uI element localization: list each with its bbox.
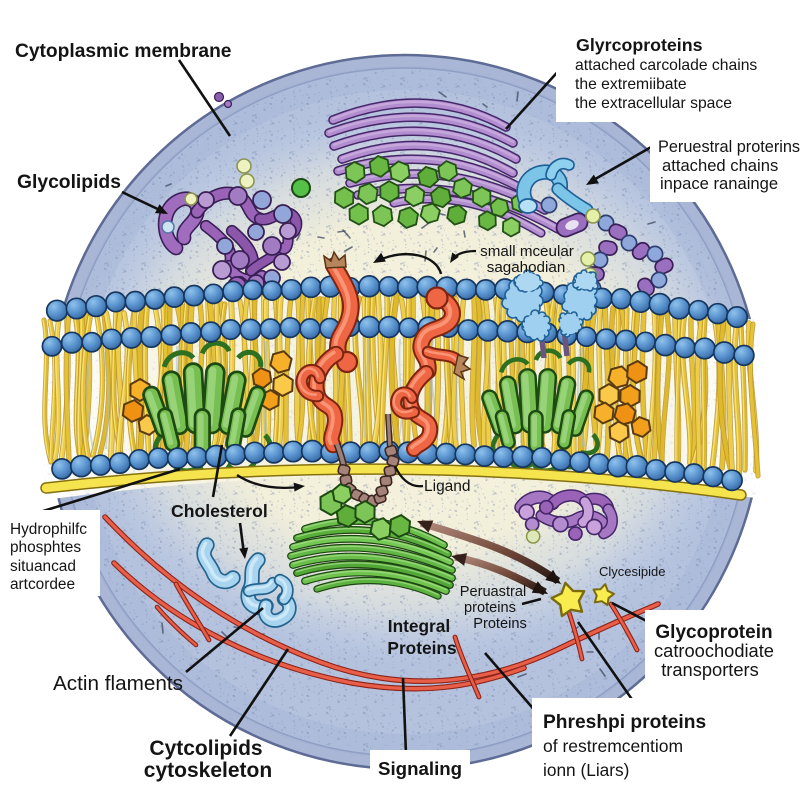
svg-text:Proteins: Proteins xyxy=(387,638,456,658)
svg-text:Peruastral: Peruastral xyxy=(460,584,527,600)
svg-text:the extracellular space: the extracellular space xyxy=(575,95,732,112)
svg-text:transporters: transporters xyxy=(661,659,759,680)
svg-text:Glycoprotein: Glycoprotein xyxy=(655,622,772,643)
svg-text:Ligand: Ligand xyxy=(424,478,471,495)
svg-text:phosphtes: phosphtes xyxy=(10,539,81,556)
svg-text:proteins: proteins xyxy=(464,600,516,616)
svg-text:of restremcentiom: of restremcentiom xyxy=(543,736,683,756)
svg-text:the extremiibate: the extremiibate xyxy=(575,76,687,93)
svg-text:Signaling: Signaling xyxy=(378,758,462,779)
svg-text:Proteins: Proteins xyxy=(473,616,527,632)
svg-text:small mceular: small mceular xyxy=(480,243,574,260)
svg-text:Glyrcoproteins: Glyrcoproteins xyxy=(576,35,703,55)
svg-text:Actin flaments: Actin flaments xyxy=(53,672,183,695)
svg-text:ionn (Liars): ionn (Liars) xyxy=(543,760,629,780)
svg-text:Cytcolipids: Cytcolipids xyxy=(149,737,262,760)
svg-text:Cholesterol: Cholesterol xyxy=(171,501,268,521)
svg-text:attached chains: attached chains xyxy=(662,156,778,175)
svg-text:Peruestral proterins: Peruestral proterins xyxy=(658,138,800,156)
svg-text:artcordee: artcordee xyxy=(10,576,75,593)
svg-text:Clycesipide: Clycesipide xyxy=(599,564,665,579)
svg-text:sagahodian: sagahodian xyxy=(487,259,566,276)
svg-text:attached carcolade chains: attached carcolade chains xyxy=(575,57,757,74)
svg-text:Integral: Integral xyxy=(388,616,450,636)
svg-text:inpace ranainge: inpace ranainge xyxy=(660,174,778,193)
svg-text:Cytoplasmic membrane: Cytoplasmic membrane xyxy=(15,41,232,62)
svg-text:Phreshpi proteins: Phreshpi proteins xyxy=(543,712,706,733)
svg-text:situancad: situancad xyxy=(10,558,76,575)
svg-text:catroochodiate: catroochodiate xyxy=(654,640,774,661)
svg-text:Glycolipids: Glycolipids xyxy=(17,172,121,193)
svg-text:Hydrophilfc: Hydrophilfc xyxy=(10,521,87,538)
svg-text:cytoskeleton: cytoskeleton xyxy=(144,759,272,782)
